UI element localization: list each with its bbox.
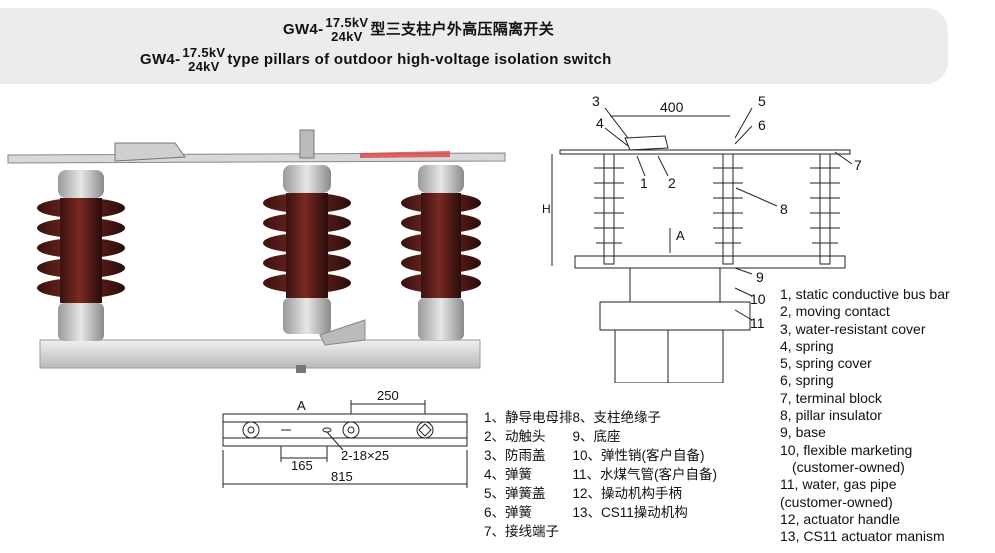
svg-text:H: H <box>542 202 551 216</box>
legend-english: 1, static conductive bus bar 2, moving c… <box>780 286 950 545</box>
legend-en-item: 3, water-resistant cover <box>780 320 926 337</box>
legend-cn-item: 5、弹簧盖 12、操动机构手柄 <box>484 486 683 501</box>
title-en-text: type pillars of outdoor high-voltage iso… <box>227 50 612 68</box>
technical-drawing: 400 H <box>542 93 862 383</box>
callout-7: 7 <box>854 157 862 173</box>
legend-cn-item: 7、接线端子 <box>484 524 560 539</box>
legend-en-item: 9, base <box>780 424 826 441</box>
title-model-prefix: GW4- <box>283 20 324 38</box>
legend-chinese: 1、静导电母排8、支柱绝缘子 2、动触头 9、底座 3、防雨盖 10、弹性销(客… <box>484 408 717 541</box>
photo-insulator-middle <box>263 165 366 346</box>
plan-label-A: A <box>297 398 306 413</box>
legend-cn-item: 4、弹簧 11、水煤气管(客户自备) <box>484 467 718 482</box>
legend-en-item: 1, static conductive bus bar <box>780 286 950 302</box>
legend-en-item: 10, flexible marketing <box>780 441 913 458</box>
legend-en-item: 13, CS11 actuator manism <box>780 528 945 545</box>
callout-2: 2 <box>668 175 676 191</box>
dim-250: 250 <box>377 388 399 403</box>
callout-5: 5 <box>758 93 766 109</box>
legend-en-item: 12, actuator handle <box>780 510 900 527</box>
callout-6: 6 <box>758 117 766 133</box>
callout-9: 9 <box>756 269 764 285</box>
legend-cn-item: 1、静导电母排8、支柱绝缘子 <box>484 410 662 425</box>
title-model-prefix-en: GW4- <box>140 50 181 68</box>
mounting-plan: A 250 165 2-18×25 815 <box>222 388 468 488</box>
legend-en-item: 6, spring <box>780 372 834 389</box>
legend-cn-item: 3、防雨盖 10、弹性销(客户自备) <box>484 448 705 463</box>
callout-4: 4 <box>596 115 604 131</box>
product-photo <box>7 129 506 373</box>
legend-en-item: 8, pillar insulator <box>780 407 882 424</box>
dim-400: 400 <box>660 99 684 115</box>
dim-165: 165 <box>291 458 313 473</box>
callout-10: 10 <box>750 291 766 307</box>
callout-8: 8 <box>780 201 788 217</box>
drawing-label-A: A <box>676 228 685 243</box>
drawing-insulator-2 <box>713 153 743 265</box>
photo-insulator-left <box>37 170 125 341</box>
callout-11: 11 <box>750 315 765 331</box>
dim-815: 815 <box>331 469 353 484</box>
legend-en-item: 4, spring <box>780 337 834 354</box>
legend-en-item: 11, water, gas pipe <box>780 476 897 493</box>
drawing-insulator-3 <box>810 153 840 265</box>
legend-cn-item: 2、动触头 9、底座 <box>484 429 621 444</box>
legend-en-item: 2, moving contact <box>780 303 890 320</box>
legend-en-item: 7, terminal block <box>780 389 882 406</box>
drawing-insulator-1 <box>594 153 624 265</box>
photo-insulator-right <box>401 165 481 340</box>
callout-3: 3 <box>592 93 600 109</box>
legend-en-item: (customer-owned) <box>792 458 905 475</box>
title-banner <box>0 8 948 84</box>
legend-en-item: (customer-owned) <box>780 493 893 510</box>
title-cn-text: 型三支柱户外高压隔离开关 <box>370 20 554 38</box>
hole-spec: 2-18×25 <box>341 448 389 463</box>
legend-cn-item: 6、弹簧 13、CS11操动机构 <box>484 505 688 520</box>
legend-en-item: 5, spring cover <box>780 355 872 372</box>
callout-1: 1 <box>640 175 648 191</box>
